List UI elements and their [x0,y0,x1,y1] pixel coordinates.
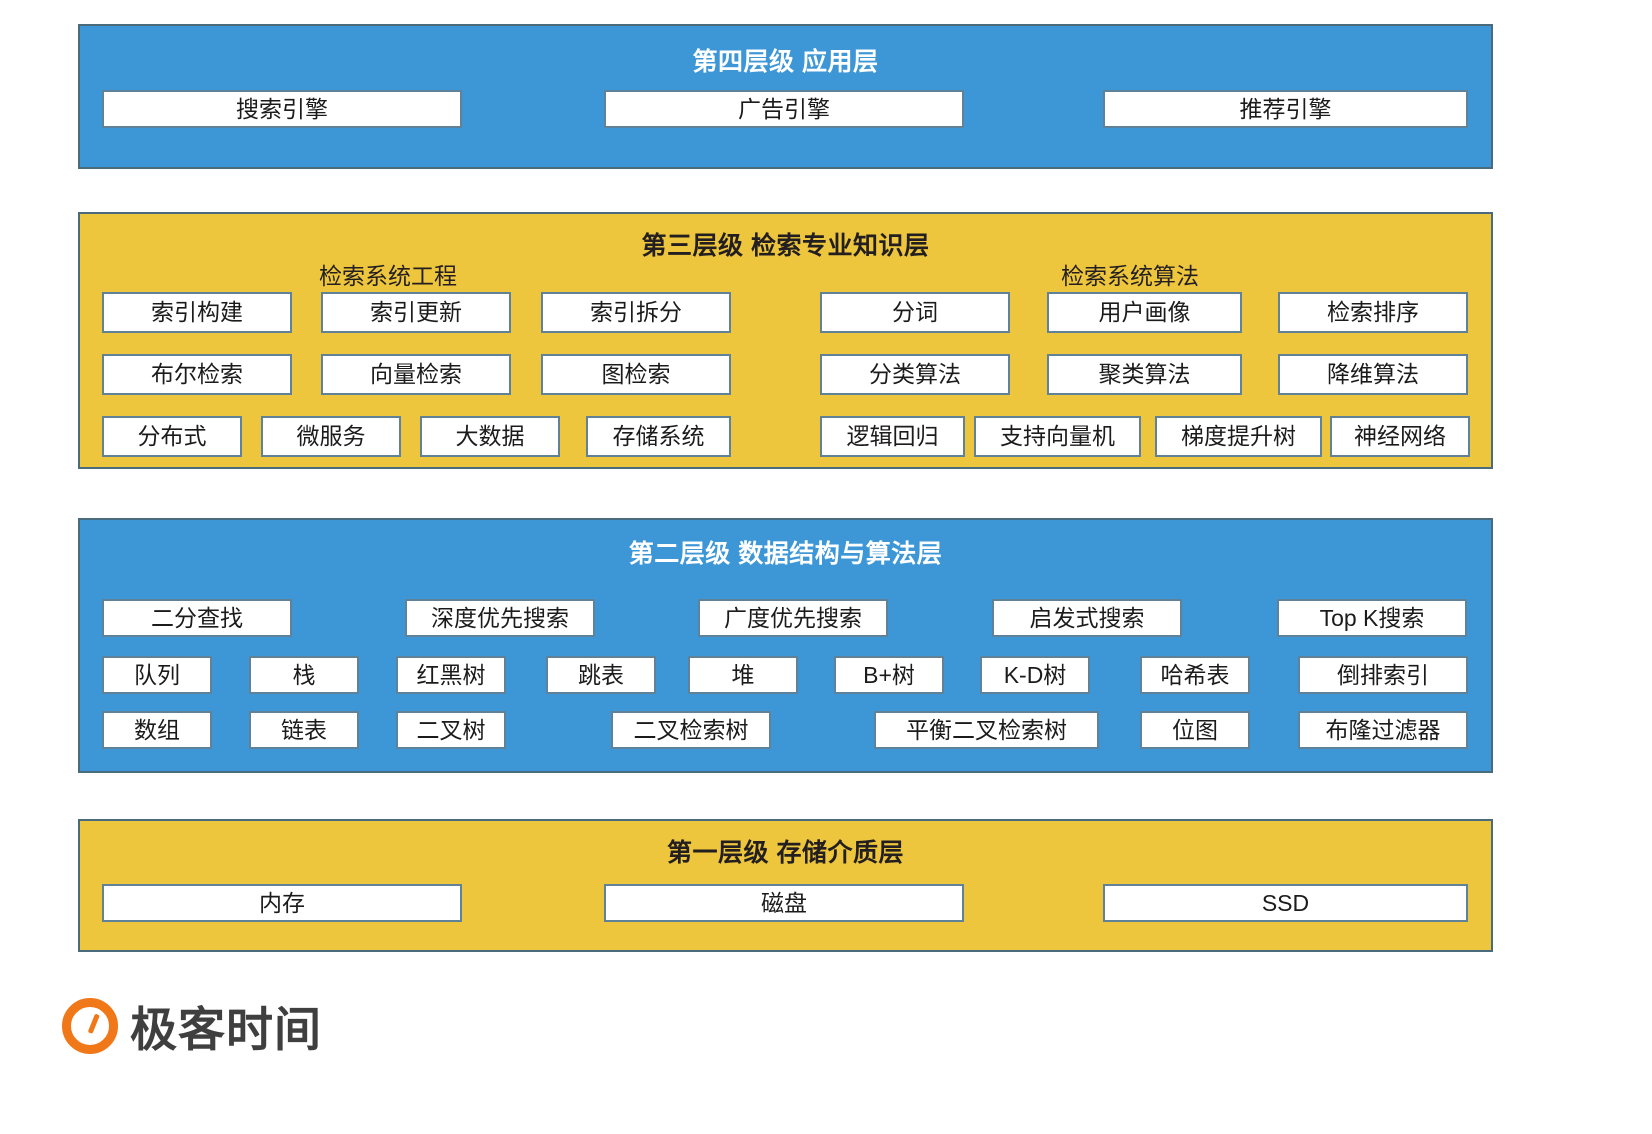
chip-binary-tree[interactable]: 二叉树 [396,711,506,749]
chip-boolean-retrieval[interactable]: 布尔检索 [102,354,292,395]
layer-application-title: 第四层级 应用层 [692,48,879,76]
layer-storage-media-title: 第一层级 存储介质层 [667,839,904,867]
chip-inverted-index[interactable]: 倒排索引 [1298,656,1468,694]
group-title-retrieval-algorithms: 检索系统算法 [1061,263,1199,289]
chip-vector-retrieval[interactable]: 向量检索 [321,354,511,395]
chip-svm[interactable]: 支持向量机 [974,416,1141,457]
chip-distributed[interactable]: 分布式 [102,416,242,457]
chip-index-build[interactable]: 索引构建 [102,292,292,333]
chip-heap[interactable]: 堆 [688,656,798,694]
chip-skip-list[interactable]: 跳表 [546,656,656,694]
chip-index-split[interactable]: 索引拆分 [541,292,731,333]
chip-storage-system[interactable]: 存储系统 [586,416,731,457]
chip-neural-network[interactable]: 神经网络 [1330,416,1470,457]
layer-data-structures-title: 第二层级 数据结构与算法层 [628,540,943,568]
chip-clustering-algorithm[interactable]: 聚类算法 [1047,354,1242,395]
chip-memory[interactable]: 内存 [102,884,462,922]
chip-topk-search[interactable]: Top K搜索 [1277,599,1467,637]
chip-microservice[interactable]: 微服务 [261,416,401,457]
chip-linked-list[interactable]: 链表 [249,711,359,749]
chip-word-segmentation[interactable]: 分词 [820,292,1010,333]
group-title-retrieval-engineering: 检索系统工程 [319,263,457,289]
chip-classification-algorithm[interactable]: 分类算法 [820,354,1010,395]
geektime-logo-icon [62,997,118,1054]
layer-retrieval-knowledge: 第三层级 检索专业知识层 检索系统工程 检索系统算法 索引构建 索引更新 索引拆… [78,212,1493,469]
chip-red-black-tree[interactable]: 红黑树 [396,656,506,694]
layer-data-structures: 第二层级 数据结构与算法层 二分查找 深度优先搜索 广度优先搜索 启发式搜索 T… [78,518,1493,773]
chip-graph-retrieval[interactable]: 图检索 [541,354,731,395]
brand-name: 极客时间 [130,1003,322,1058]
chip-user-profile[interactable]: 用户画像 [1047,292,1242,333]
chip-disk[interactable]: 磁盘 [604,884,964,922]
chip-hash-table[interactable]: 哈希表 [1140,656,1250,694]
chip-dimension-reduction-algorithm[interactable]: 降维算法 [1278,354,1468,395]
layer-retrieval-knowledge-title: 第三层级 检索专业知识层 [641,232,930,260]
chip-logistic-regression[interactable]: 逻辑回归 [820,416,965,457]
chip-balanced-binary-search-tree[interactable]: 平衡二叉检索树 [874,711,1099,749]
chip-bplus-tree[interactable]: B+树 [834,656,944,694]
chip-ad-engine[interactable]: 广告引擎 [604,90,964,128]
chip-stack[interactable]: 栈 [249,656,359,694]
chip-queue[interactable]: 队列 [102,656,212,694]
chip-kd-tree[interactable]: K-D树 [980,656,1090,694]
layer-application: 第四层级 应用层 搜索引擎 广告引擎 推荐引擎 [78,24,1493,169]
chip-bigdata[interactable]: 大数据 [420,416,560,457]
chip-index-update[interactable]: 索引更新 [321,292,511,333]
chip-array[interactable]: 数组 [102,711,212,749]
chip-binary-search[interactable]: 二分查找 [102,599,292,637]
brand-logo: 极客时间 [62,991,322,1060]
chip-binary-search-tree[interactable]: 二叉检索树 [611,711,771,749]
chip-bfs[interactable]: 广度优先搜索 [698,599,888,637]
layer-storage-media: 第一层级 存储介质层 内存 磁盘 SSD [78,819,1493,952]
chip-retrieval-ranking[interactable]: 检索排序 [1278,292,1468,333]
chip-heuristic-search[interactable]: 启发式搜索 [992,599,1182,637]
chip-gbdt[interactable]: 梯度提升树 [1155,416,1322,457]
chip-bitmap[interactable]: 位图 [1140,711,1250,749]
chip-ssd[interactable]: SSD [1103,884,1468,922]
chip-recommend-engine[interactable]: 推荐引擎 [1103,90,1468,128]
chip-dfs[interactable]: 深度优先搜索 [405,599,595,637]
chip-bloom-filter[interactable]: 布隆过滤器 [1298,711,1468,749]
chip-search-engine[interactable]: 搜索引擎 [102,90,462,128]
